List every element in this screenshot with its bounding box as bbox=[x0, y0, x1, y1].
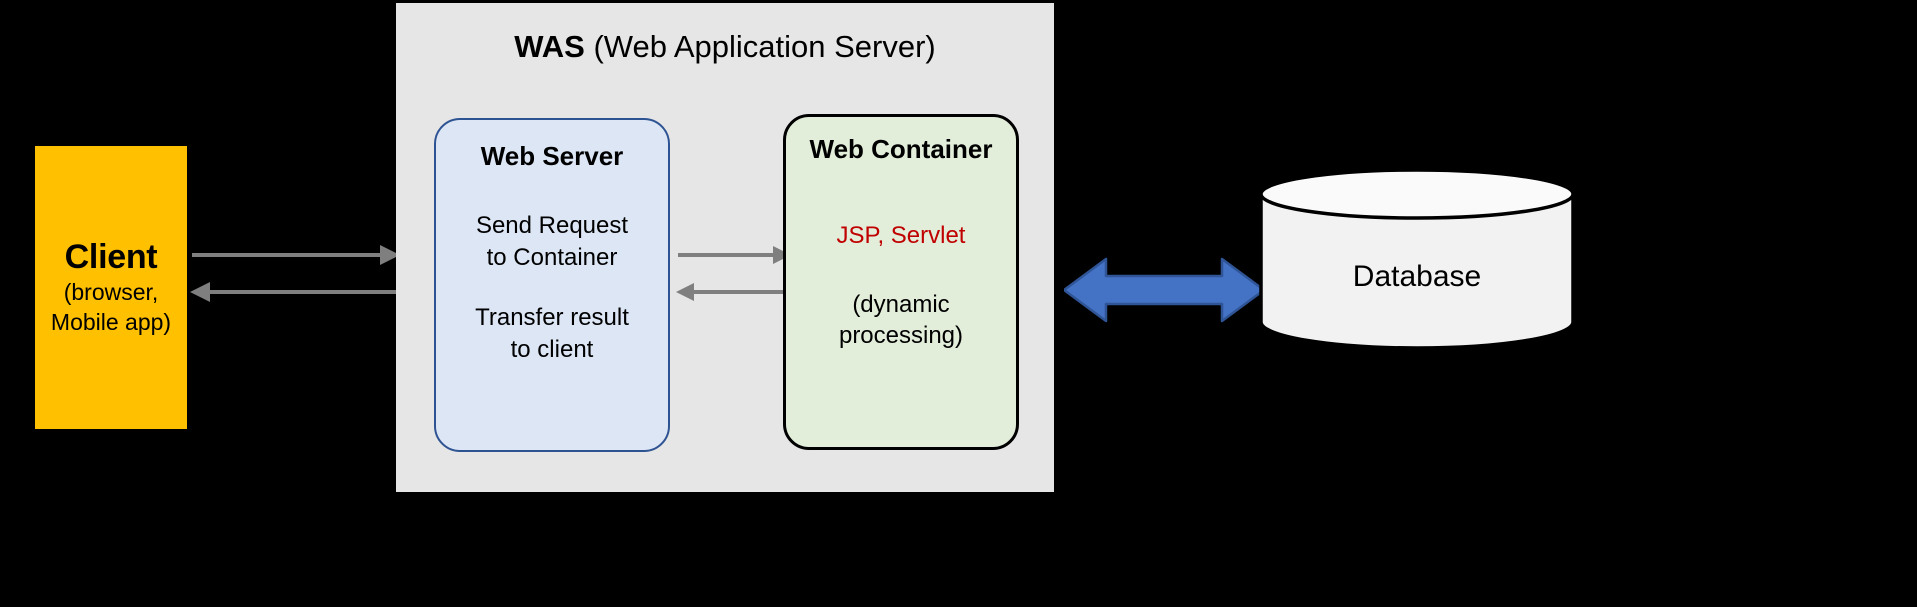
web-server-transfer-line1: Transfer result bbox=[475, 303, 629, 331]
web-server-title: Web Server bbox=[480, 141, 624, 171]
web-server-transfer-text: Transfer result to client bbox=[475, 302, 629, 366]
client-title: Client bbox=[64, 238, 158, 277]
request-arrow-to-server bbox=[192, 245, 400, 265]
web-server-transfer-line2: to client bbox=[510, 335, 594, 363]
web-server-box[interactable]: Web Server Send Request to Container Tra… bbox=[434, 118, 670, 452]
web-container-box[interactable]: Web Container JSP, Servlet (dynamic proc… bbox=[783, 114, 1019, 450]
was-title-rest: (Web Application Server) bbox=[584, 29, 936, 64]
web-container-note-line2: processing) bbox=[838, 322, 964, 350]
was-title-bold: WAS bbox=[514, 29, 585, 64]
web-container-title: Web Container bbox=[809, 134, 993, 164]
client-subtitle-line1: (browser, bbox=[63, 279, 159, 306]
web-container-tech-label: JSP, Servlet bbox=[836, 221, 966, 249]
database-label: Database bbox=[1352, 260, 1482, 293]
client-subtitle: (browser, Mobile app) bbox=[51, 278, 171, 337]
web-server-request-text: Send Request to Container bbox=[476, 210, 628, 274]
was-title: WAS (Web Application Server) bbox=[396, 29, 1054, 65]
web-server-request-line1: Send Request bbox=[475, 211, 629, 239]
web-container-note-line1: (dynamic bbox=[852, 291, 950, 319]
response-arrow-to-client bbox=[190, 282, 398, 302]
database-cylinder[interactable] bbox=[1259, 168, 1575, 348]
client-server-arrows bbox=[190, 245, 400, 302]
web-container-note: (dynamic processing) bbox=[839, 289, 963, 351]
client-subtitle-line2: Mobile app) bbox=[50, 308, 172, 335]
client-box[interactable]: Client (browser, Mobile app) bbox=[35, 146, 187, 429]
web-server-request-line2: to Container bbox=[486, 243, 618, 271]
database-double-arrow bbox=[1064, 257, 1264, 323]
